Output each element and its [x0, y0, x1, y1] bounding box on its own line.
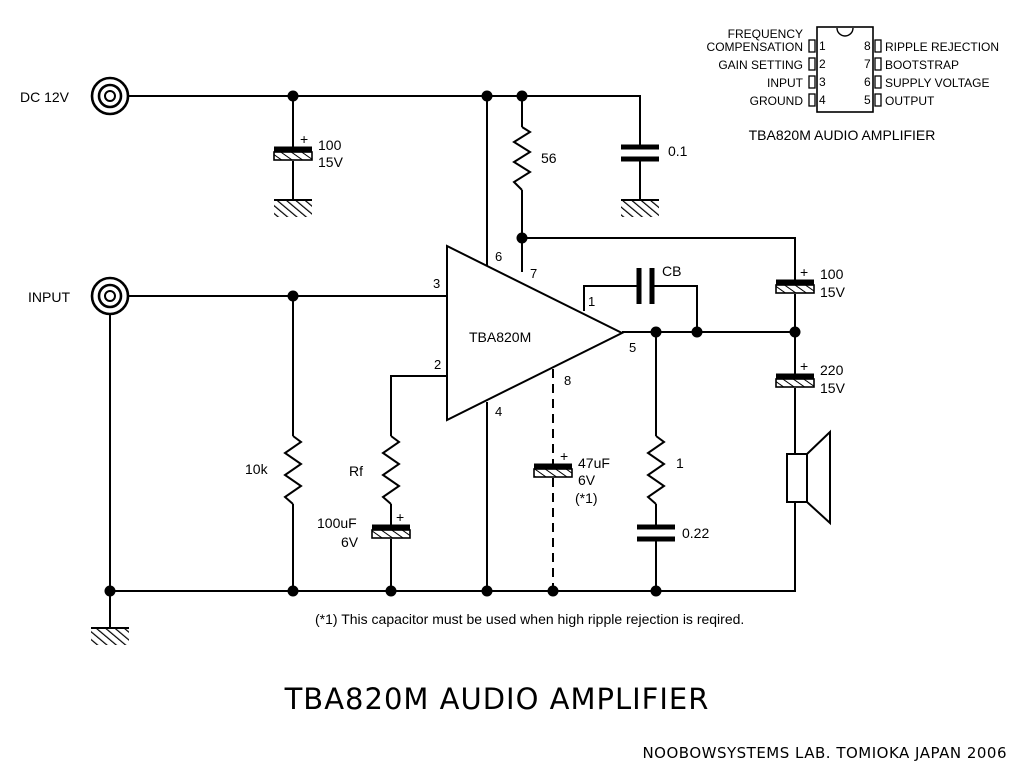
pinout-left-3-num: 3: [819, 75, 826, 89]
capacitor-supply-100: [273, 146, 313, 161]
ground-symbol: [274, 199, 312, 217]
capacitor-output-plus: +: [800, 358, 808, 374]
capacitor-decouple-0.1: [621, 144, 659, 162]
ic-name: TBA820M: [469, 329, 531, 345]
capacitor-supply-rating: 15V: [318, 154, 344, 170]
capacitor-gain-value: 100uF: [317, 515, 357, 531]
capacitor-output-value: 220: [820, 362, 844, 378]
pinout-right-5-num: 5: [864, 93, 871, 107]
capacitor-cb: [636, 268, 655, 304]
junction-dot: [385, 585, 397, 597]
pinout-left-1-line2: COMPENSATION: [707, 40, 803, 54]
resistor-10k: [283, 435, 303, 505]
resistor-10k-label: 10k: [245, 461, 269, 477]
ic-pin-5: 5: [629, 340, 636, 355]
capacitor-ripple-value: 47uF: [578, 455, 610, 471]
pinout-right-8-label: RIPPLE REJECTION: [885, 40, 999, 54]
ic-amplifier: [446, 244, 625, 422]
junction-dot: [287, 585, 299, 597]
junction-dot: [789, 326, 801, 338]
capacitor-bootstrap-value: 100: [820, 266, 844, 282]
capacitor-ripple-rating: 6V: [578, 472, 596, 488]
pinout-right-7-label: BOOTSTRAP: [885, 58, 959, 72]
ic-pin-3: 3: [433, 276, 440, 291]
speaker-icon: [786, 429, 831, 526]
pinout-title: TBA820M AUDIO AMPLIFIER: [749, 127, 936, 143]
ic-pin-2: 2: [434, 357, 441, 372]
capacitor-output-rating: 15V: [820, 380, 846, 396]
pinout-right-8-num: 8: [864, 39, 871, 53]
pinout-right-7-num: 7: [864, 57, 871, 71]
capacitor-ripple-47uf: [533, 463, 573, 478]
capacitor-output-220: [775, 373, 815, 388]
junction-dot: [481, 90, 493, 102]
footnote: (*1) This capacitor must be used when hi…: [315, 611, 744, 627]
junction-dot: [547, 585, 559, 597]
resistor-rf: [381, 435, 401, 505]
pinout-left-3-line1: INPUT: [767, 76, 804, 90]
pinout-left-1-line1: FREQUENCY: [728, 27, 803, 41]
resistor-56: [512, 126, 532, 191]
junction-dot: [104, 585, 116, 597]
pinout-right-6-num: 6: [864, 75, 871, 89]
ground-symbol: [91, 627, 129, 645]
junction-dot: [650, 326, 662, 338]
capacitor-zobel-0.22: [637, 524, 675, 542]
junction-dot: [516, 232, 528, 244]
pinout-chip: [808, 26, 882, 113]
capacitor-bootstrap-100: [775, 279, 815, 294]
capacitor-bootstrap-plus: +: [800, 264, 808, 280]
capacitor-decouple-value: 0.1: [668, 143, 688, 159]
capacitor-gain-plus: +: [396, 509, 404, 525]
dc-jack: [90, 76, 130, 116]
junction-dot: [481, 585, 493, 597]
pinout-right-5-label: OUTPUT: [885, 94, 935, 108]
resistor-56-label: 56: [541, 150, 557, 166]
pinout-left-1-num: 1: [819, 39, 826, 53]
input-jack: [90, 276, 130, 316]
capacitor-ripple-plus: +: [560, 448, 568, 464]
ic-pin-8: 8: [564, 373, 571, 388]
junction-dot: [691, 326, 703, 338]
capacitor-ripple-note: (*1): [575, 490, 598, 506]
input-label: INPUT: [28, 289, 70, 305]
capacitor-supply-plus: +: [300, 131, 308, 147]
junction-dot: [287, 90, 299, 102]
pinout-left-2-line1: GAIN SETTING: [718, 58, 803, 72]
resistor-1-label: 1: [676, 455, 684, 471]
ic-pin-7: 7: [530, 266, 537, 281]
page-title: TBA820M AUDIO AMPLIFIER: [284, 682, 710, 716]
resistor-1: [646, 435, 666, 505]
capacitor-supply-value: 100: [318, 137, 342, 153]
pinout-right-6-label: SUPPLY VOLTAGE: [885, 76, 989, 90]
credit: NOOBOWSYSTEMS LAB. TOMIOKA JAPAN 2006: [642, 744, 1007, 762]
junction-dot: [516, 90, 528, 102]
junction-dots: [104, 90, 801, 597]
dc-label: DC 12V: [20, 89, 70, 105]
capacitor-bootstrap-rating: 15V: [820, 284, 846, 300]
capacitor-gain-100uf: [371, 524, 411, 539]
wires: [109, 95, 796, 628]
ground-symbol: [621, 199, 659, 217]
ic-pin-4: 4: [495, 404, 502, 419]
ic-pin-6: 6: [495, 249, 502, 264]
pinout-left-4-line1: GROUND: [750, 94, 804, 108]
junction-dot: [650, 585, 662, 597]
junction-dot: [287, 290, 299, 302]
resistor-rf-label: Rf: [349, 463, 363, 479]
capacitor-gain-rating: 6V: [341, 534, 359, 550]
pinout-left-4-num: 4: [819, 93, 826, 107]
capacitor-zobel-value: 0.22: [682, 525, 709, 541]
pinout-left-2-num: 2: [819, 57, 826, 71]
ic-pin-1: 1: [588, 294, 595, 309]
capacitor-cb-label: CB: [662, 263, 681, 279]
